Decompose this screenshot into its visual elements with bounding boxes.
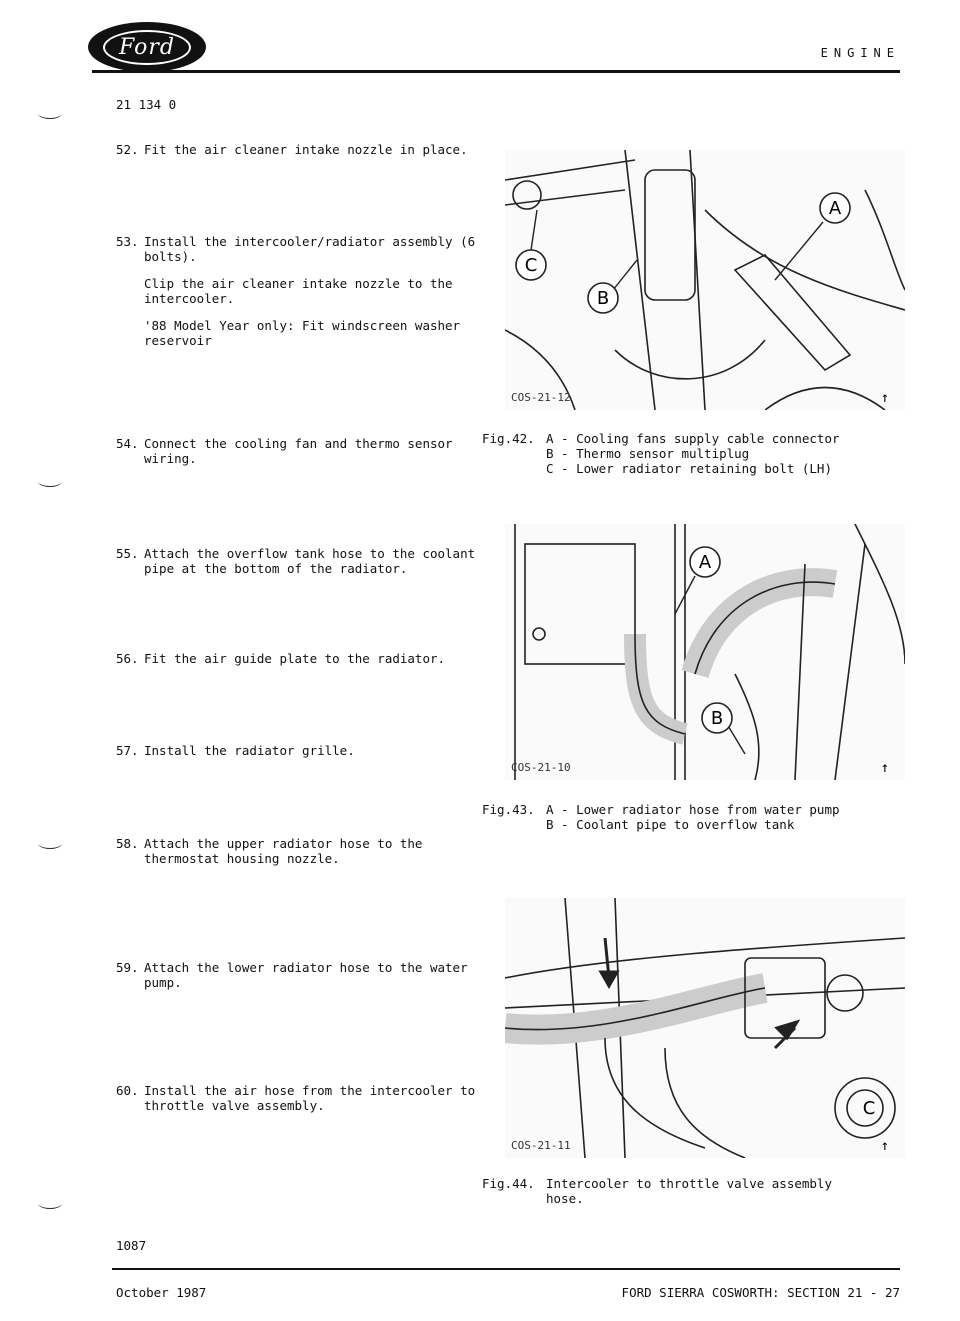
caption-line: hose. xyxy=(546,1191,584,1206)
header-rule xyxy=(92,70,900,73)
step-57: 57. Install the radiator grille. xyxy=(116,743,496,770)
step-text: Install the air hose from the intercoole… xyxy=(144,1083,476,1113)
footer-date: October 1987 xyxy=(116,1285,207,1300)
step-text: Fit the air cleaner intake nozzle in pla… xyxy=(144,142,468,157)
margin-mark xyxy=(38,838,62,849)
step-number: 58. xyxy=(116,836,139,851)
step-60: 60. Install the air hose from the interco… xyxy=(116,1083,496,1125)
figure-44: C ↑ COS-21-11 xyxy=(505,898,905,1158)
step-number: 55. xyxy=(116,546,139,561)
north-arrow-icon: ↑ xyxy=(881,1138,889,1154)
caption-line: A - Lower radiator hose from water pump xyxy=(546,802,840,817)
footer-rule xyxy=(112,1268,900,1270)
margin-mark xyxy=(38,1198,62,1209)
step-55: 55. Attach the overflow tank hose to the … xyxy=(116,546,496,588)
callout-a xyxy=(819,192,851,224)
callout-a-label: A xyxy=(829,198,842,219)
callout-c-label: C xyxy=(525,255,538,276)
figure-code: COS-21-10 xyxy=(511,761,571,774)
figure-42: A B C ↑ COS-21-12 xyxy=(505,150,905,410)
north-arrow-icon: ↑ xyxy=(881,760,889,776)
caption-line: Intercooler to throttle valve assembly xyxy=(546,1176,832,1191)
caption-fig-44: Fig.44. Intercooler to throttle valve as… xyxy=(482,1176,832,1206)
callout-c xyxy=(515,249,547,281)
margin-mark xyxy=(38,476,62,487)
section-title: ENGINE xyxy=(820,46,900,60)
callout-c-label: C xyxy=(863,1098,876,1119)
step-number: 57. xyxy=(116,743,139,758)
step-text: Attach the overflow tank hose to the coo… xyxy=(144,546,476,576)
ford-logo: Ford xyxy=(88,22,206,72)
step-text: Install the intercooler/radiator assembl… xyxy=(144,234,476,264)
step-59: 59. Attach the lower radiator hose to the… xyxy=(116,960,496,1002)
step-53: 53. Install the intercooler/radiator ass… xyxy=(116,234,496,360)
step-text: Attach the upper radiator hose to the th… xyxy=(144,836,423,866)
step-text: '88 Model Year only: Fit windscreen wash… xyxy=(144,318,461,348)
caption-line: C - Lower radiator retaining bolt (LH) xyxy=(546,461,832,476)
step-58: 58. Attach the upper radiator hose to the… xyxy=(116,836,496,878)
step-52: 52. Fit the air cleaner intake nozzle in … xyxy=(116,142,496,169)
north-arrow-icon: ↑ xyxy=(881,390,889,406)
step-number: 53. xyxy=(116,234,139,249)
step-number: 52. xyxy=(116,142,139,157)
doc-code: 21 134 0 xyxy=(116,97,177,112)
figure-label: Fig.44. xyxy=(482,1176,535,1191)
caption-fig-42: Fig.42. A - Cooling fans supply cable co… xyxy=(482,431,840,476)
hose-illustration: A B ↑ xyxy=(514,524,905,780)
figure-label: Fig.42. xyxy=(482,431,535,446)
margin-mark xyxy=(38,108,62,119)
caption-line: A - Cooling fans supply cable connector xyxy=(546,431,840,446)
step-number: 56. xyxy=(116,651,139,666)
figure-code: COS-21-12 xyxy=(511,391,571,404)
caption-line: B - Coolant pipe to overflow tank xyxy=(546,817,795,832)
caption-line: B - Thermo sensor multiplug xyxy=(546,446,750,461)
ford-logo-text: Ford xyxy=(103,29,191,65)
step-text: Install the radiator grille. xyxy=(144,743,355,758)
callout-b xyxy=(701,702,733,734)
callout-a xyxy=(689,546,721,578)
step-number: 59. xyxy=(116,960,139,975)
callout-b-label: B xyxy=(711,708,723,729)
step-text: Fit the air guide plate to the radiator. xyxy=(144,651,446,666)
step-54: 54. Connect the cooling fan and thermo se… xyxy=(116,436,496,478)
callout-a-label: A xyxy=(699,552,712,573)
step-text: Attach the lower radiator hose to the wa… xyxy=(144,960,468,990)
step-56: 56. Fit the air guide plate to the radiat… xyxy=(116,651,496,678)
figure-43: A B ↑ COS-21-10 xyxy=(505,524,905,780)
step-number: 60. xyxy=(116,1083,139,1098)
page-number: 1087 xyxy=(116,1238,147,1253)
step-text: Connect the cooling fan and thermo senso… xyxy=(144,436,453,466)
intercooler-illustration: C ↑ xyxy=(505,898,905,1158)
engine-illustration: A B C ↑ xyxy=(505,150,905,410)
figure-label: Fig.43. xyxy=(482,802,535,817)
step-text: Clip the air cleaner intake nozzle to th… xyxy=(144,276,453,306)
caption-fig-43: Fig.43. A - Lower radiator hose from wat… xyxy=(482,802,840,832)
footer-section-ref: FORD SIERRA COSWORTH: SECTION 21 - 27 xyxy=(621,1285,900,1300)
figure-code: COS-21-11 xyxy=(511,1139,571,1152)
callout-b-label: B xyxy=(597,288,609,309)
step-number: 54. xyxy=(116,436,139,451)
callout-b xyxy=(587,282,619,314)
